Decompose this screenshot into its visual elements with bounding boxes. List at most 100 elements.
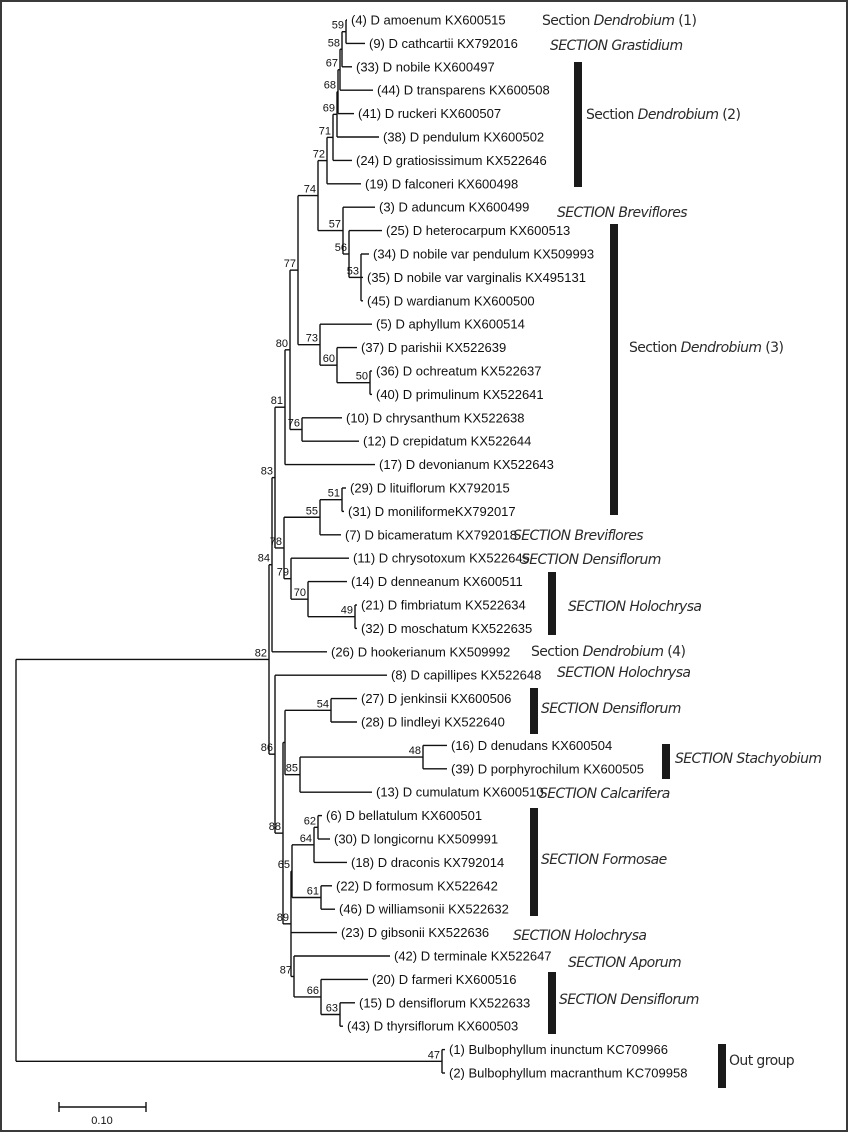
section-bracket-bar [548,972,556,1034]
section-label-name: Densiflorum [582,552,661,568]
bootstrap-value: 71 [319,125,331,137]
bootstrap-value: 51 [328,488,340,500]
taxon-label: (7) D bicameratum KX792018 [345,527,517,542]
bootstrap-value: 69 [323,102,335,114]
section-label-name: Dendrobium [583,644,664,660]
section-label: Section Dendrobium (1) [542,13,696,29]
section-label-name: Dendrobium [638,107,719,123]
section-label-name: Out group [729,1053,795,1069]
section-label-suffix: (1) [674,13,696,29]
section-label-prefix: SECTION [675,751,736,767]
section-label-prefix: SECTION [550,38,611,54]
section-label-name: Breviflores [574,528,643,544]
section-bracket-bar [530,688,538,734]
bootstrap-value: 67 [326,58,338,70]
bootstrap-value: 74 [304,184,316,196]
bootstrap-value: 84 [258,553,270,565]
bootstrap-value: 47 [428,1049,440,1061]
section-label: Section Dendrobium (3) [629,340,783,356]
section-label-prefix: SECTION [568,599,629,615]
section-label-name: Aporum [628,955,681,971]
bootstrap-value: 64 [300,833,312,845]
bootstrap-value: 53 [347,265,359,277]
bootstrap-value: 87 [280,964,292,976]
taxon-label: (5) D aphyllum KX600514 [376,317,525,332]
taxon-label: (40) D primulinum KX522641 [376,387,544,402]
section-label: Section Dendrobium (4) [531,644,685,660]
taxon-label: (19) D falconeri KX600498 [365,176,518,191]
bootstrap-value: 76 [288,418,300,430]
section-label-prefix: Section [531,644,583,660]
section-label: SECTION Densiflorum [559,992,699,1008]
bootstrap-value: 78 [270,536,282,548]
section-label-name: Holochrysa [618,665,690,681]
bootstrap-value: 83 [261,466,273,478]
bootstrap-value: 68 [324,80,336,92]
taxon-label: (34) D nobile var pendulum KX509993 [373,247,594,262]
taxon-label: (1) Bulbophyllum inunctum KC709966 [449,1042,668,1057]
section-label: SECTION Densiflorum [541,701,681,717]
taxon-label: (20) D farmeri KX600516 [372,972,517,987]
bootstrap-value: 77 [284,258,296,270]
section-label-name: Breviflores [618,205,687,221]
taxon-label: (33) D nobile KX600497 [356,59,495,74]
section-bracket-bar [662,744,670,779]
section-label: SECTION Densiflorum [521,552,661,568]
section-label-prefix: SECTION [541,701,602,717]
bootstrap-value: 79 [277,567,289,579]
section-label-name: Calcarifera [600,786,669,802]
taxon-label: (35) D nobile var varginalis KX495131 [367,270,586,285]
section-label: SECTION Holochrysa [557,665,690,681]
section-label-suffix: (2) [718,107,740,123]
section-label-prefix: SECTION [521,552,582,568]
section-label-prefix: SECTION [557,205,618,221]
taxon-label: (21) D fimbriatum KX522634 [361,598,526,613]
taxon-label: (11) D chrysotoxum KX522645 [353,551,530,566]
taxon-label: (44) D transparens KX600508 [377,83,550,98]
taxon-label: (24) D gratiosissimum KX522646 [356,153,547,168]
taxon-label: (26) D hookerianum KX509992 [331,644,510,659]
section-label-suffix: (3) [761,340,783,356]
bootstrap-value: 85 [286,763,298,775]
taxon-label: (45) D wardianum KX600500 [367,293,535,308]
section-label-prefix: SECTION [541,852,602,868]
section-bracket-bar [548,572,556,635]
section-label: SECTION Holochrysa [568,599,701,615]
section-bracket-bar [718,1044,726,1088]
taxon-label: (3) D aduncum KX600499 [379,200,529,215]
section-bracket-bar [610,224,618,515]
taxon-label: (30) D longicornu KX509991 [334,832,498,847]
bootstrap-value: 58 [328,37,340,49]
bootstrap-value: 48 [409,745,421,757]
taxon-label: (22) D formosum KX522642 [336,878,498,893]
taxon-label: (28) D lindleyi KX522640 [361,715,505,730]
bootstrap-value: 63 [326,1003,338,1015]
taxon-label: (14) D denneanum KX600511 [351,574,523,589]
bootstrap-value: 86 [261,742,273,754]
taxon-label: (32) D moschatum KX522635 [361,621,532,636]
bootstrap-value: 60 [323,353,335,365]
taxon-label: (31) D moniliformeKX792017 [348,504,516,519]
section-bracket-bar [530,808,538,916]
taxon-label: (18) D draconis KX792014 [351,855,504,870]
section-label-prefix: Section [586,107,638,123]
scale-bar-label: 0.10 [91,1115,112,1127]
section-label-prefix: Section [542,13,594,29]
bootstrap-value: 80 [276,338,288,350]
taxon-label: (2) Bulbophyllum macranthum KC709958 [449,1066,687,1081]
section-label: SECTION Stachyobium [675,751,821,767]
bootstrap-value: 81 [271,395,283,407]
taxon-label: (4) D amoenum KX600515 [351,13,506,28]
bootstrap-value: 72 [313,149,325,161]
section-label: SECTION Formosae [541,852,667,868]
taxon-label: (36) D ochreatum KX522637 [376,364,541,379]
bootstrap-value: 49 [341,605,353,617]
section-label: SECTION Grastidium [550,38,683,54]
bootstrap-value: 66 [307,985,319,997]
section-label-name: Formosae [602,852,666,868]
section-label-name: Dendrobium [681,340,762,356]
section-label-prefix: SECTION [557,665,618,681]
bootstrap-value: 59 [332,20,344,32]
section-label-name: Stachyobium [736,751,821,767]
